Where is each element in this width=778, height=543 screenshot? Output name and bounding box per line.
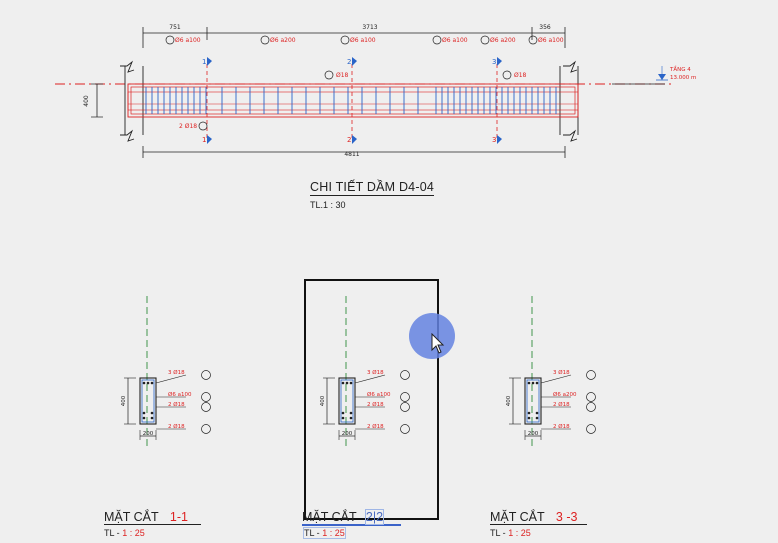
stirrup-tag-label: Ø6 a100 [350,37,376,44]
stirrup-tag-label: Ø6 a100 [442,37,468,44]
stirrup-tag-circle [432,35,442,45]
section-width-dim: 200 [528,431,539,437]
section-height-dim: 400 [121,395,127,406]
section-tag-label: 2 Ø18 [553,401,570,408]
section-tag-label: 3 Ø18 [168,369,185,376]
section-2-title[interactable]: MẶT CẮT 2|2 [302,509,401,526]
section-3-scale: TL - 1 : 25 [490,528,531,538]
stirrup-tag-label: Ø6 a200 [490,37,516,44]
section-tag-label: Ø6 a100 [168,391,192,398]
section-3-label: MẶT CẮT [490,510,545,524]
section-width-dim: 200 [143,431,154,437]
section-2-scale[interactable]: TL - 1 : 25 [303,527,346,539]
section-1-label: MẶT CẮT [104,510,159,524]
top-bar-label-right: Ø18 [514,72,527,79]
selection-frame[interactable] [304,279,439,520]
level-name: TẦNG 4 [669,65,691,73]
section-1-drawing: 400 200 3 Ø18 Ø6 a100 2 Ø18 2 Ø18 [121,296,211,450]
section-tag-label: 2 Ø18 [367,423,384,430]
stirrup-tag-circle [165,35,175,45]
section-width-dim: 200 [342,431,353,437]
stirrup-tag-label: Ø6 a100 [175,37,201,44]
dim-bottom: 4811 [344,151,359,158]
section-2-num[interactable]: 2|2 [364,509,385,525]
section-3-drawing: 400 200 3 Ø18 Ø6 a200 2 Ø18 2 Ø18 [506,296,596,450]
stirrup-tag-label: Ø6 a200 [270,37,296,44]
section-tag-label: 2 Ø18 [168,401,185,408]
section-drawings: 400 200 3 Ø18 Ø6 a100 2 Ø18 2 Ø18 400 200 3 Ø18Ø… [121,296,596,450]
section-1-title: MẶT CẮT 1-1 [104,510,201,525]
section-mark-2-bot: 2 [347,136,351,144]
stirrup-tag-circle [480,35,490,45]
dim-height: 400 [83,95,90,107]
section-tag-label: 3 Ø18 [367,369,384,376]
section-mark-2-top: 2 [347,58,351,66]
stirrup-tag-circle [340,35,350,45]
top-bar-label: Ø18 [336,72,349,79]
section-height-dim: 400 [506,395,512,406]
level-value: 13.000 m [670,75,696,81]
mouse-cursor-icon [431,333,445,354]
stirrup-tag-label: Ø6 a100 [538,37,564,44]
section-tag-label: 3 Ø18 [553,369,570,376]
section-tag-label: Ø6 a200 [553,391,577,398]
section-mark-3-bot: 3 [492,136,496,144]
dim-top-left: 751 [169,24,181,31]
section-tag-label: Ø6 a100 [367,391,391,398]
section-2-label: MẶT CẮT [302,510,357,524]
section-1-scale-prefix: TL - [104,528,120,538]
section-mark-1-top: 1 [202,58,206,66]
section-2-scale-value: 1 : 25 [322,528,345,538]
stirrup-tag-circle [528,35,538,45]
beam-title: CHI TIẾT DẦM D4-04 [310,180,434,196]
section-2-scale-prefix: TL - [304,528,320,538]
section-mark-3-top: 3 [492,58,496,66]
section-mark-1-bot: 1 [202,136,206,144]
section-height-dim: 400 [320,395,326,406]
stirrup-tags: Ø6 a100 Ø6 a200 Ø6 a100 Ø6 a100 Ø6 a200 Ø6 a1… [165,35,564,45]
section-tag-label: 2 Ø18 [168,423,185,430]
section-3-num: 3 -3 [555,510,578,524]
section-3-title: MẶT CẮT 3 -3 [490,510,587,525]
section-1-scale-value: 1 : 25 [122,528,145,538]
stirrup-tag-circle [260,35,270,45]
section-1-num: 1-1 [169,510,188,524]
bottom-bar-label: 2 Ø18 [179,123,197,130]
section-2-drawing: 400 200 3 Ø18 Ø6 a100 2 Ø18 2 Ø18 [320,296,410,450]
beam-scale: TL.1 : 30 [310,200,346,210]
section-tag-label: 2 Ø18 [553,423,570,430]
section-3-scale-value: 1 : 25 [508,528,531,538]
section-3-scale-prefix: TL - [490,528,506,538]
section-1-scale: TL - 1 : 25 [104,528,145,538]
section-tag-label: 2 Ø18 [367,401,384,408]
dim-top-mid: 3713 [362,24,377,31]
dim-top-right: 356 [539,24,551,31]
